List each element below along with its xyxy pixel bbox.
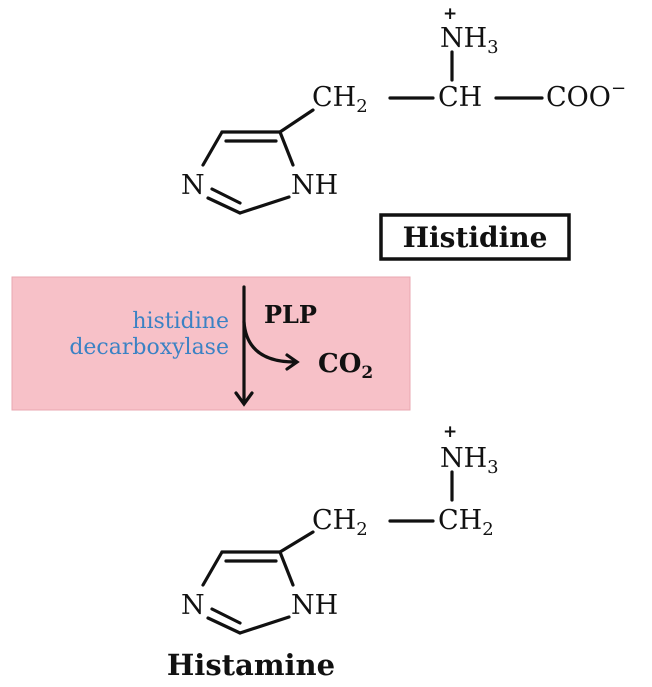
histamine-ch2-right: CH2 [438, 505, 494, 540]
histamine-nh3-charge: + [443, 422, 457, 442]
co2-release-arrow [242, 320, 297, 364]
enzyme-name-line1: histidine [132, 309, 229, 334]
co2-release-arrowhead [285, 353, 300, 371]
histamine-ring-n: N [181, 590, 205, 621]
histamine-ch2-left: CH2 [312, 505, 368, 540]
reaction-arrowhead [234, 391, 254, 407]
cofactor-plp: PLP [264, 300, 317, 329]
histamine-nh3-group: NH3 [440, 443, 499, 478]
histidine-nh3-group: NH3 [440, 23, 499, 58]
histidine-coo-group: COO− [546, 78, 626, 113]
histidine-ch2-group: CH2 [312, 82, 368, 117]
reaction-box [11, 276, 411, 411]
histamine-ring-nh: NH [291, 590, 338, 621]
histidine-imidazole-ring: N NH [181, 130, 338, 215]
histamine-ring-ch2-bond [278, 530, 315, 554]
histamine-imidazole-ring: N NH [181, 550, 338, 635]
histidine-ring-ch2-bond [278, 108, 315, 134]
reaction-step: histidine decarboxylase PLP CO2 [11, 276, 411, 411]
enzyme-name-line2: decarboxylase [69, 335, 229, 360]
histidine-structure: + NH3 CH2 CH COO− N NH H [181, 4, 626, 261]
histamine-label: Histamine [167, 648, 335, 682]
product-co2: CO2 [318, 349, 373, 383]
histidine-ring-n: N [181, 170, 205, 201]
histidine-label: Histidine [403, 221, 548, 254]
histidine-ring-nh: NH [291, 170, 338, 201]
histidine-label-box [379, 213, 571, 261]
histamine-structure: + NH3 CH2 CH2 N NH Histamine [167, 422, 499, 682]
histidine-nh3-charge: + [443, 4, 457, 24]
histidine-ch-group: CH [438, 82, 482, 113]
